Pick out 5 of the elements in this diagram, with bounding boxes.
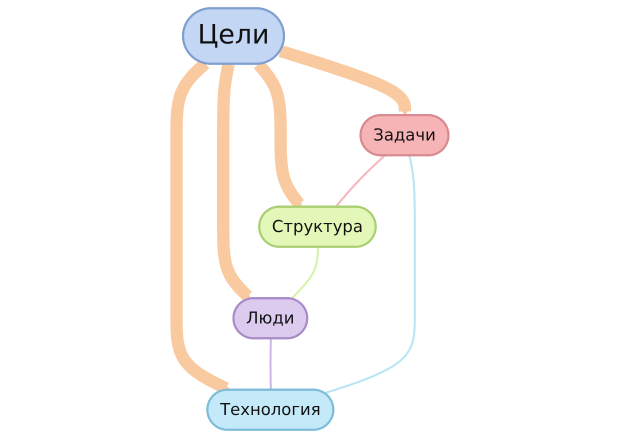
- arrow: [278, 45, 412, 116]
- connector: [290, 247, 319, 300]
- connector: [269, 338, 272, 390]
- connector: [334, 155, 386, 208]
- connector: [324, 156, 416, 394]
